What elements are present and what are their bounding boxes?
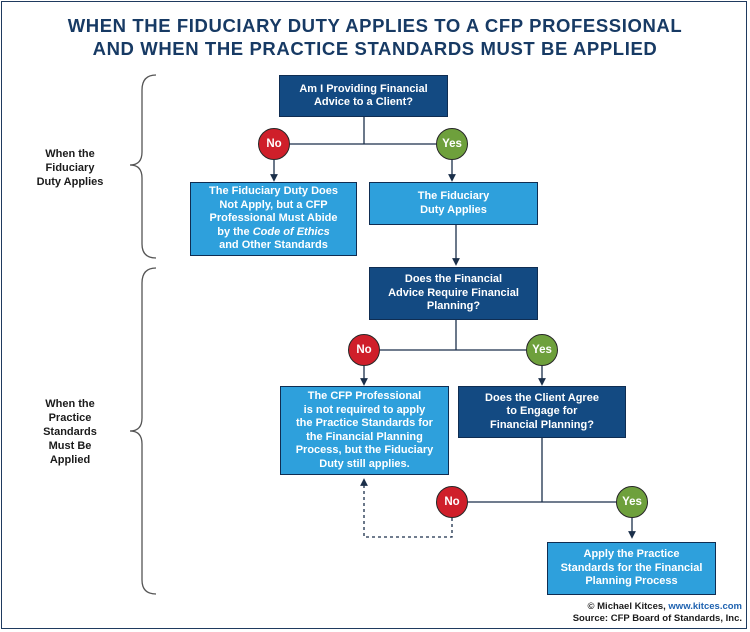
answer-no-q3: No [436, 486, 468, 518]
answer-no-q1: No [258, 128, 290, 160]
answer-yes-q2: Yes [526, 334, 558, 366]
answer-yes-q1: Yes [436, 128, 468, 160]
node-fiduciary-duty-applies: The Fiduciary Duty Applies [369, 182, 538, 225]
answer-no-q2: No [348, 334, 380, 366]
answer-yes-q3: Yes [616, 486, 648, 518]
kitces-link[interactable]: www.kitces.com [668, 601, 742, 612]
label-practice-standards-applied: When the Practice Standards Must Be Appl… [43, 398, 97, 466]
question-providing-advice: Am I Providing Financial Advice to a Cli… [279, 75, 448, 117]
credit-footer: © Michael Kitces, www.kitces.com Source:… [572, 601, 742, 624]
brace-fiduciary [129, 74, 157, 259]
node-fiduciary-does-not-apply: The Fiduciary Duty Does Not Apply, but a… [190, 182, 357, 256]
diagram-title: WHEN THE FIDUCIARY DUTY APPLIES TO A CFP… [0, 14, 750, 60]
brace-practice [129, 267, 157, 595]
title-line-2: AND WHEN THE PRACTICE STANDARDS MUST BE … [92, 38, 658, 59]
node-not-required-to-apply: The CFP Professional is not required to … [280, 386, 449, 475]
question-requires-financial-planning: Does the Financial Advice Require Financ… [369, 267, 538, 320]
question-client-agrees-to-engage: Does the Client Agree to Engage for Fina… [458, 386, 626, 438]
node-apply-practice-standards: Apply the Practice Standards for the Fin… [547, 542, 716, 595]
label-fiduciary-duty-applies: When the Fiduciary Duty Applies [36, 148, 104, 188]
title-line-1: WHEN THE FIDUCIARY DUTY APPLIES TO A CFP… [67, 15, 683, 36]
